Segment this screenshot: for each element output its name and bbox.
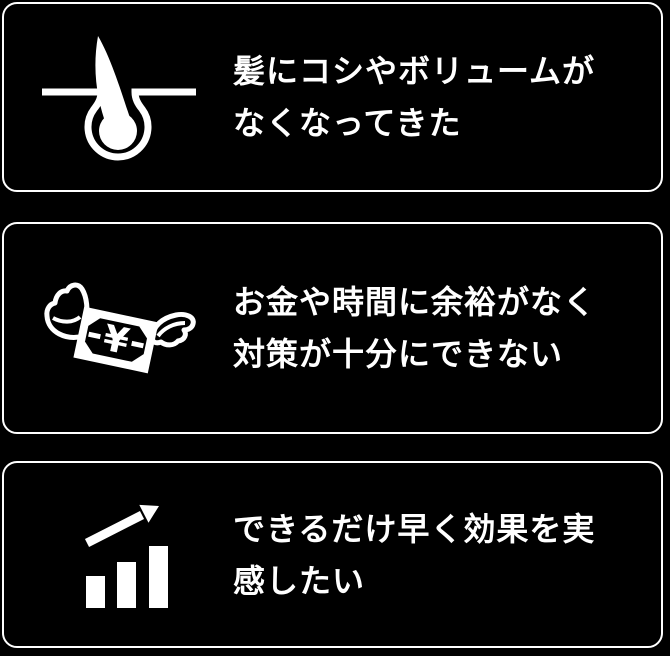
right-dash (130, 340, 144, 349)
left-dash (87, 331, 101, 340)
concern-text: 髪にコシやボリュームが なくなってきた (233, 53, 596, 141)
right-wing-icon (149, 312, 196, 348)
banknote: ¥ (72, 306, 159, 374)
bar-small (85, 575, 105, 608)
hair-follicle-icon (41, 36, 196, 161)
bar-large (148, 545, 168, 608)
concern-card-hair-volume: 髪にコシやボリュームが なくなってきた (2, 2, 663, 192)
bar-medium (116, 561, 136, 608)
concern-card-quick-results: できるだけ早く効果を実 感したい (2, 461, 663, 648)
growth-chart-icon (84, 504, 168, 608)
icon-column (4, 499, 233, 611)
concern-text: できるだけ早く効果を実 感したい (233, 510, 596, 599)
concern-text: お金や時間に余裕がなく 対策が十分にできない (233, 284, 597, 372)
icon-column: ¥ (4, 272, 233, 384)
up-arrow-icon (84, 504, 159, 547)
icon-column (4, 30, 233, 164)
concern-card-money-time: ¥ お金や時間に余裕がなく 対策が十分にできない (2, 222, 663, 434)
flying-money-icon: ¥ (43, 282, 196, 374)
